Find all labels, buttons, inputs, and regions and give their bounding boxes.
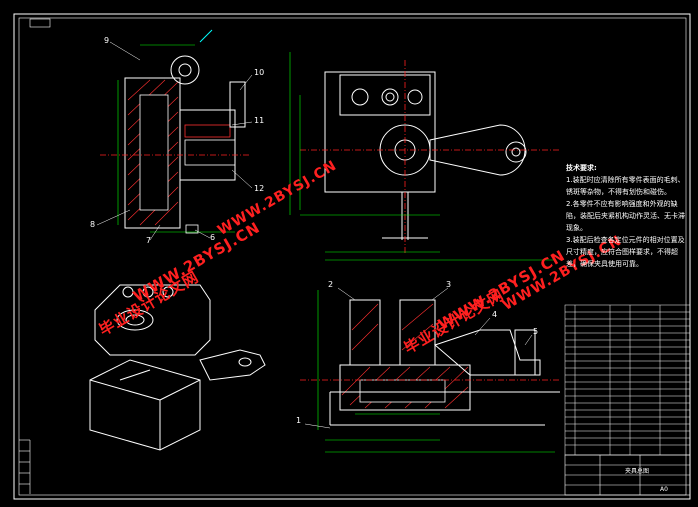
note-item-1: 1.装配时应清除所有零件表面的毛刺、锈斑等杂物，不得有划伤和碰伤。 bbox=[566, 176, 685, 196]
callout-4: 4 bbox=[492, 310, 498, 319]
callout-11: 11 bbox=[254, 116, 265, 125]
view-isometric bbox=[89, 284, 266, 451]
left-revision-strip bbox=[19, 439, 31, 494]
callout-10: 10 bbox=[254, 68, 265, 77]
note-item-2: 2.各零件不应有影响强度和外观的缺陷，装配后夹紧机构动作灵活、无卡滞现象。 bbox=[566, 200, 685, 232]
notes-heading: 技术要求: bbox=[566, 164, 597, 172]
view-lower-section bbox=[300, 287, 560, 453]
view-left-section bbox=[96, 29, 253, 241]
callout-5: 5 bbox=[533, 327, 539, 336]
callout-2: 2 bbox=[328, 280, 334, 289]
view-front-elevation bbox=[289, 52, 560, 261]
corner-label-box bbox=[29, 18, 51, 28]
title-block bbox=[564, 454, 691, 496]
parts-list-table bbox=[564, 304, 691, 456]
callout-9: 9 bbox=[104, 36, 110, 45]
callout-6: 6 bbox=[210, 233, 216, 242]
callout-1: 1 bbox=[296, 416, 302, 425]
callout-7: 7 bbox=[146, 236, 152, 245]
outer-frame bbox=[13, 13, 691, 500]
note-item-3: 3.装配后检查各定位元件的相对位置及尺寸精度，应符合图样要求，不得超差，确保夹具… bbox=[566, 236, 685, 268]
callout-12: 12 bbox=[254, 184, 265, 193]
scale-label: A0 bbox=[660, 486, 668, 493]
callout-8: 8 bbox=[90, 220, 96, 229]
callout-3: 3 bbox=[446, 280, 452, 289]
drawing-name: 夹具总图 bbox=[625, 468, 650, 475]
technical-notes: 技术要求: 1.装配时应清除所有零件表面的毛刺、锈斑等杂物，不得有划伤和碰伤。 … bbox=[566, 162, 688, 270]
